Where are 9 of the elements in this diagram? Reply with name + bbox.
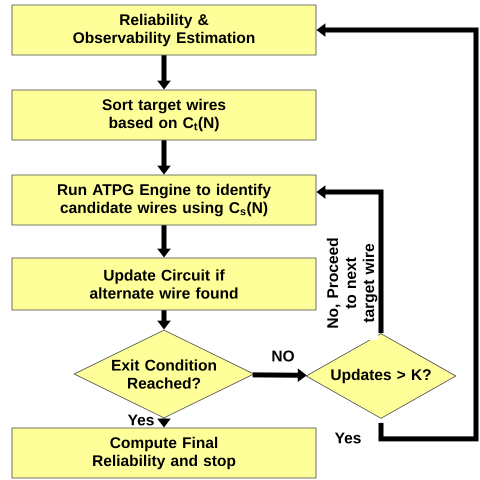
process-box: Update Circuit if alternate wire found (12, 258, 316, 310)
process-box: Reliability & Observability Estimation (12, 4, 316, 56)
process-box: Compute Final Reliability and stop (12, 428, 316, 478)
process-box: Run ATPG Engine to identify candidate wires using C$_{s}$(N) (12, 174, 316, 226)
edge-label: Yes (334, 432, 362, 444)
process-box: Sort target wires based on C$_{t}$(N) (12, 90, 316, 140)
edge-label: Yes (126, 414, 156, 426)
edge-label: No, Proceed to next target wire (326, 226, 378, 340)
edge-label: NO (270, 350, 296, 362)
